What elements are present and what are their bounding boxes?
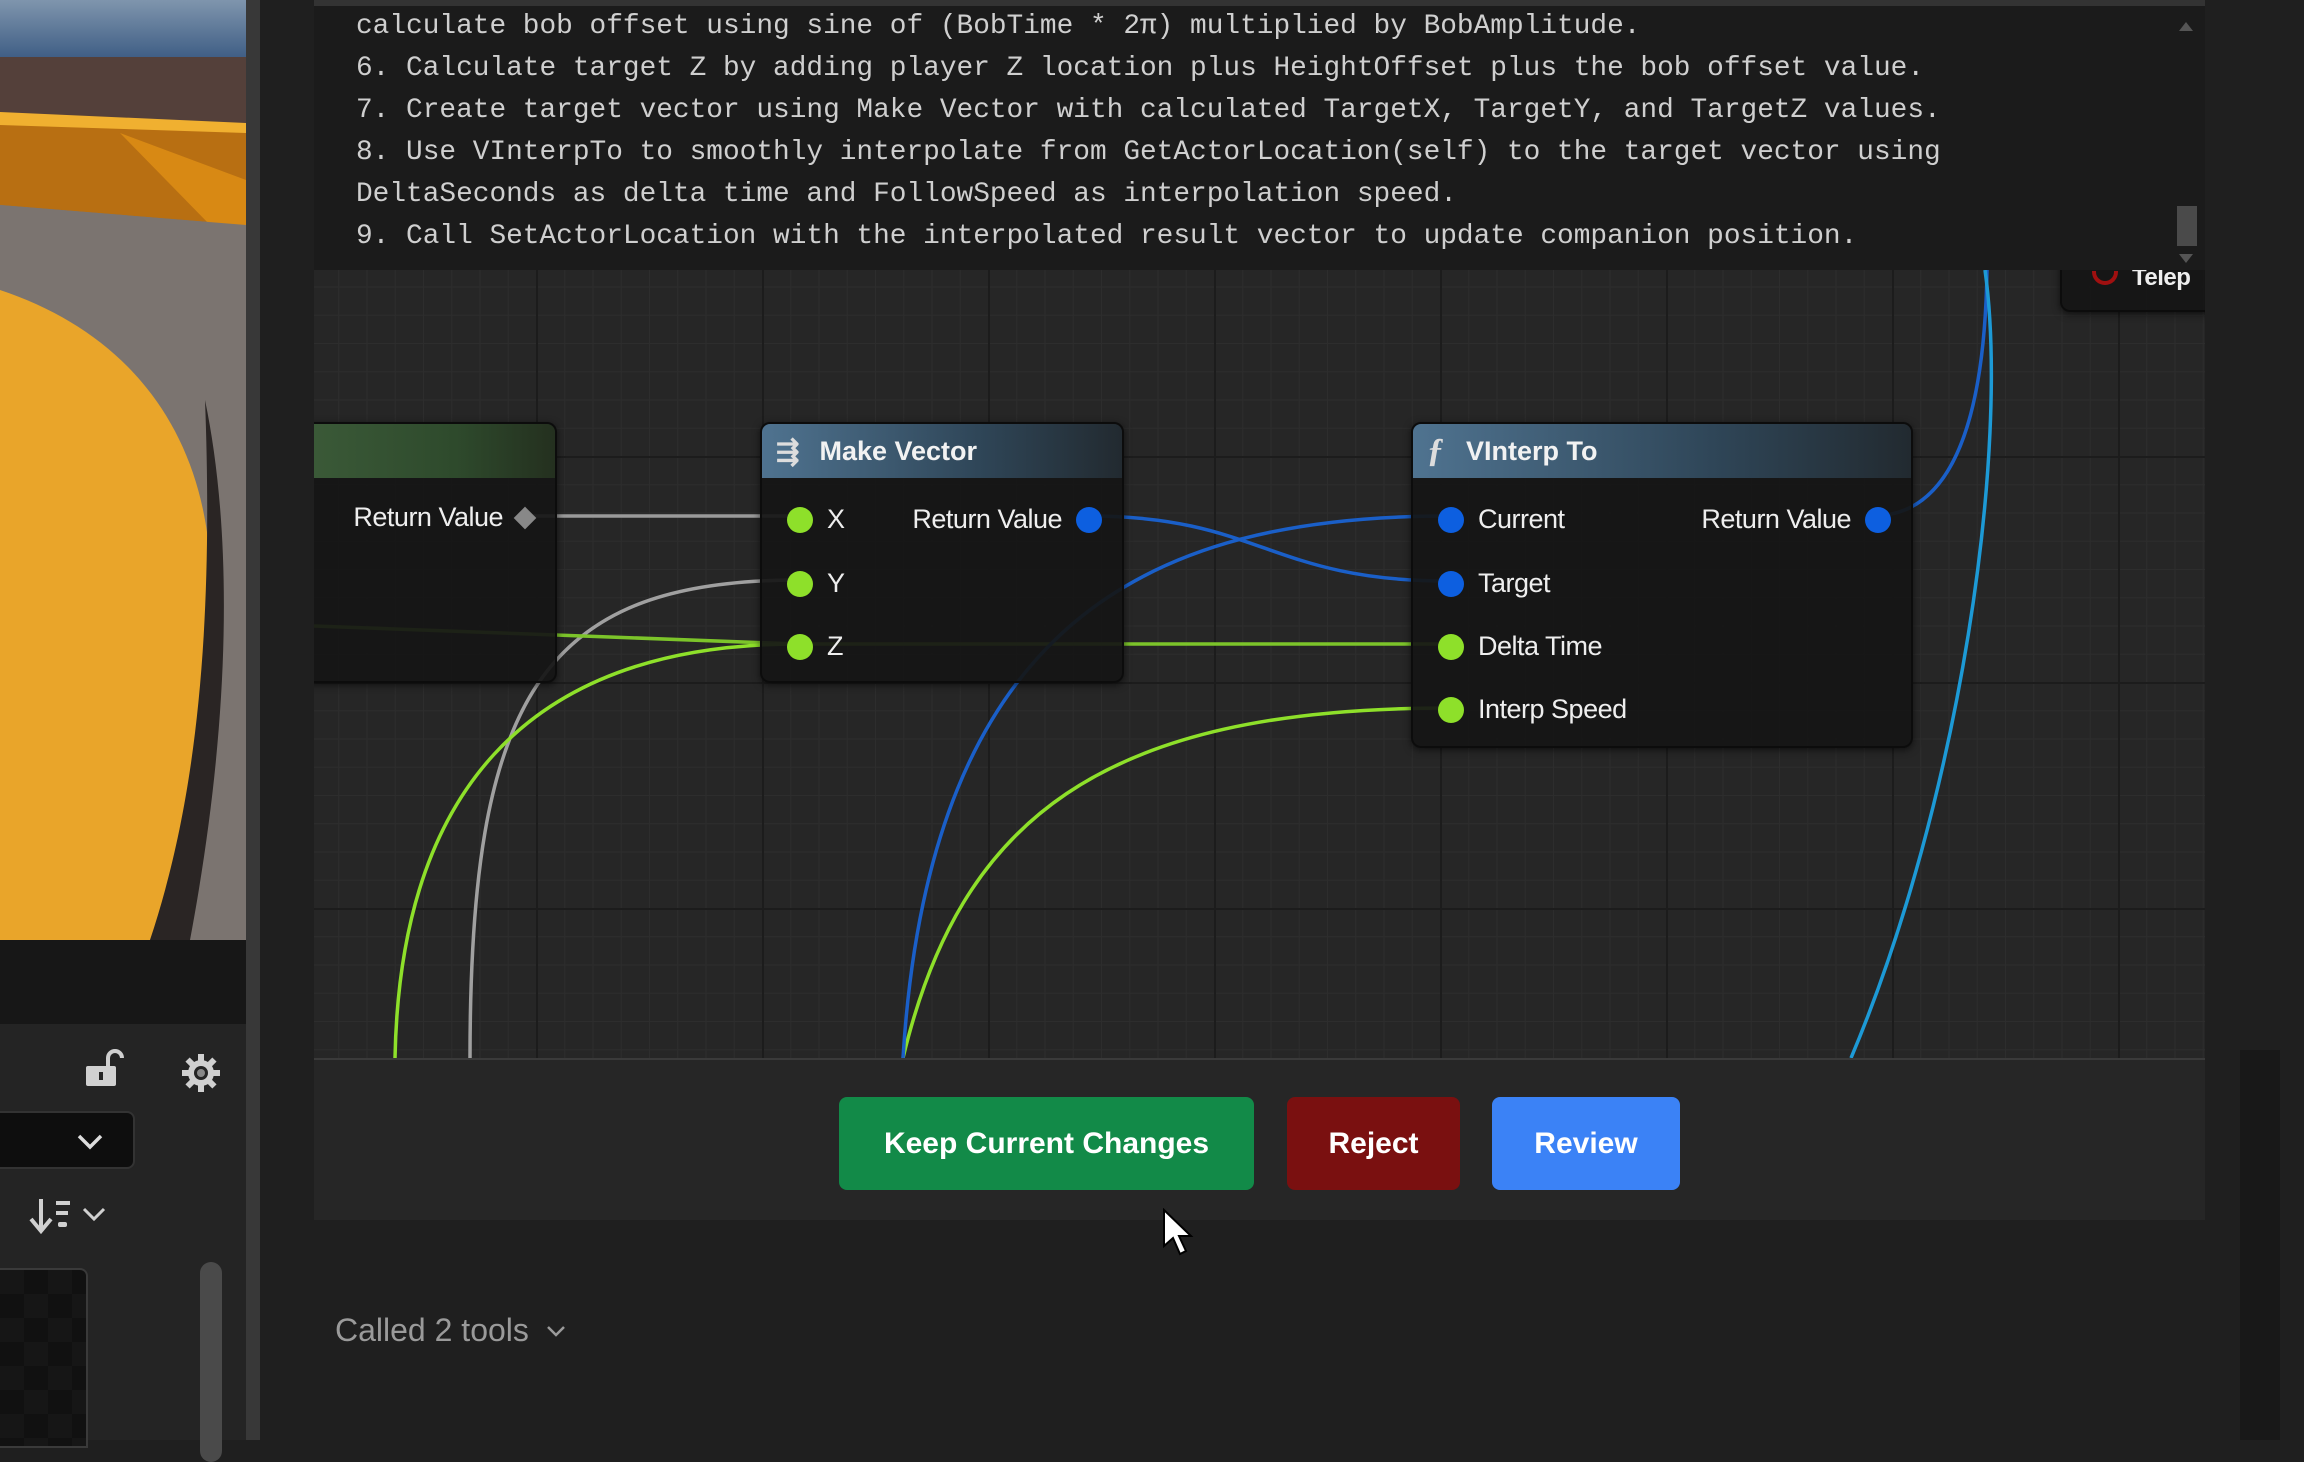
float-pin-icon (787, 570, 813, 597)
panel-divider[interactable] (246, 0, 260, 1440)
vinterp-header: ƒ VInterp To (1413, 424, 1911, 478)
instructions-text: calculate bob offset using sine of (BobT… (314, 0, 2205, 270)
pin-z[interactable]: Z (787, 631, 844, 662)
reject-button[interactable]: Reject (1287, 1097, 1460, 1190)
review-button[interactable]: Review (1492, 1097, 1680, 1190)
pin-label: Target (1478, 568, 1551, 598)
scroll-up-arrow[interactable] (2179, 22, 2193, 31)
pin-label: X (827, 504, 845, 534)
node-title: VInterp To (1466, 435, 1598, 466)
chat-scrollbar[interactable] (2240, 1050, 2280, 1440)
wire-grey-y (468, 578, 799, 1058)
pin-y[interactable]: Y (787, 568, 845, 599)
mouse-cursor-icon (1163, 1208, 1194, 1256)
float-pin-icon (1438, 633, 1464, 660)
chevron-down-icon (77, 1134, 103, 1150)
pin-current[interactable]: Current (1438, 504, 1565, 535)
keep-changes-button[interactable]: Keep Current Changes (839, 1097, 1254, 1190)
pin-label: Delta Time (1478, 631, 1603, 661)
node-title: Telep (2132, 270, 2191, 291)
called-tools-label: Called 2 tools (335, 1312, 529, 1348)
instruction-line: calculate bob offset using sine of (BobT… (356, 11, 1641, 42)
vector-pin-icon (1438, 570, 1464, 597)
pin-target[interactable]: Target (1438, 568, 1551, 599)
left-node[interactable]: Return Value (314, 422, 557, 683)
left-panel (0, 0, 246, 1462)
exec-diamond-icon (513, 506, 537, 529)
wires (314, 270, 1994, 1058)
make-vector-header: ⇶ Make Vector (762, 424, 1122, 478)
pin-interp-speed[interactable]: Interp Speed (1438, 694, 1627, 725)
unlock-icon[interactable] (84, 1048, 124, 1088)
chevron-down-icon (547, 1325, 565, 1337)
wire-green-speed (901, 706, 1449, 1058)
wire-lightblue (1849, 270, 1994, 1058)
asset-thumbnail[interactable] (0, 1268, 88, 1448)
pin-label: Z (827, 631, 844, 661)
instruction-line: 6. Calculate target Z by adding player Z… (356, 53, 1924, 84)
make-vector-node[interactable]: ⇶ Make Vector X Y Z Return Value (760, 422, 1124, 683)
event-icon (2092, 271, 2118, 285)
level-viewport[interactable] (0, 0, 246, 940)
pin-label: Return Value (1701, 504, 1851, 534)
pin-label: Return Value (912, 504, 1062, 534)
instruction-line: 7. Create target vector using Make Vecto… (356, 95, 1941, 126)
make-struct-icon: ⇶ (776, 435, 800, 467)
float-pin-icon (1438, 696, 1464, 723)
pin-x[interactable]: X (787, 504, 845, 535)
pin-return-value[interactable]: Return Value (1701, 504, 1891, 535)
left-scrollbar[interactable] (200, 1262, 222, 1462)
node-title: Make Vector (819, 435, 978, 466)
sort-icon[interactable] (28, 1195, 110, 1237)
asset-dropdown[interactable] (0, 1111, 135, 1169)
pin-return-value[interactable]: Return Value (353, 502, 537, 533)
vector-pin-icon (1076, 506, 1102, 533)
pin-return-value[interactable]: Return Value (912, 504, 1102, 535)
wire-green-z-curve (393, 642, 799, 1058)
vector-pin-icon (1865, 506, 1891, 533)
left-node-header (314, 424, 555, 478)
pin-delta-time[interactable]: Delta Time (1438, 631, 1603, 662)
pin-label: Interp Speed (1478, 694, 1627, 724)
instruction-line: 8. Use VInterpTo to smoothly interpolate… (356, 137, 1941, 168)
vector-pin-icon (1438, 506, 1464, 533)
gear-icon[interactable] (180, 1052, 222, 1094)
teleport-node[interactable]: Telep (2060, 270, 2205, 312)
float-pin-icon (787, 506, 813, 533)
blueprint-graph[interactable]: Return Value ⇶ Make Vector X Y Z Return … (314, 270, 2205, 1058)
teleport-node-title: Telep (2092, 270, 2191, 292)
pin-label: Return Value (353, 502, 503, 532)
called-tools-toggle[interactable]: Called 2 tools (335, 1312, 567, 1349)
float-pin-icon (787, 633, 813, 660)
function-icon: ƒ (1427, 432, 1444, 469)
vinterp-to-node[interactable]: ƒ VInterp To Current Target Delta Time I… (1411, 422, 1913, 748)
wire-blue-target (1087, 514, 1449, 583)
pin-label: Y (827, 568, 845, 598)
viewport-scene (0, 0, 246, 940)
pin-label: Current (1478, 504, 1565, 534)
changes-action-bar: Keep Current Changes Reject Review (314, 1058, 2205, 1220)
viewport-footer (0, 940, 246, 1024)
instruction-line: DeltaSeconds as delta time and FollowSpe… (356, 179, 1457, 210)
text-scrollbar-thumb[interactable] (2177, 206, 2197, 246)
instruction-line: 9. Call SetActorLocation with the interp… (356, 221, 1858, 252)
scroll-down-arrow[interactable] (2179, 254, 2193, 263)
